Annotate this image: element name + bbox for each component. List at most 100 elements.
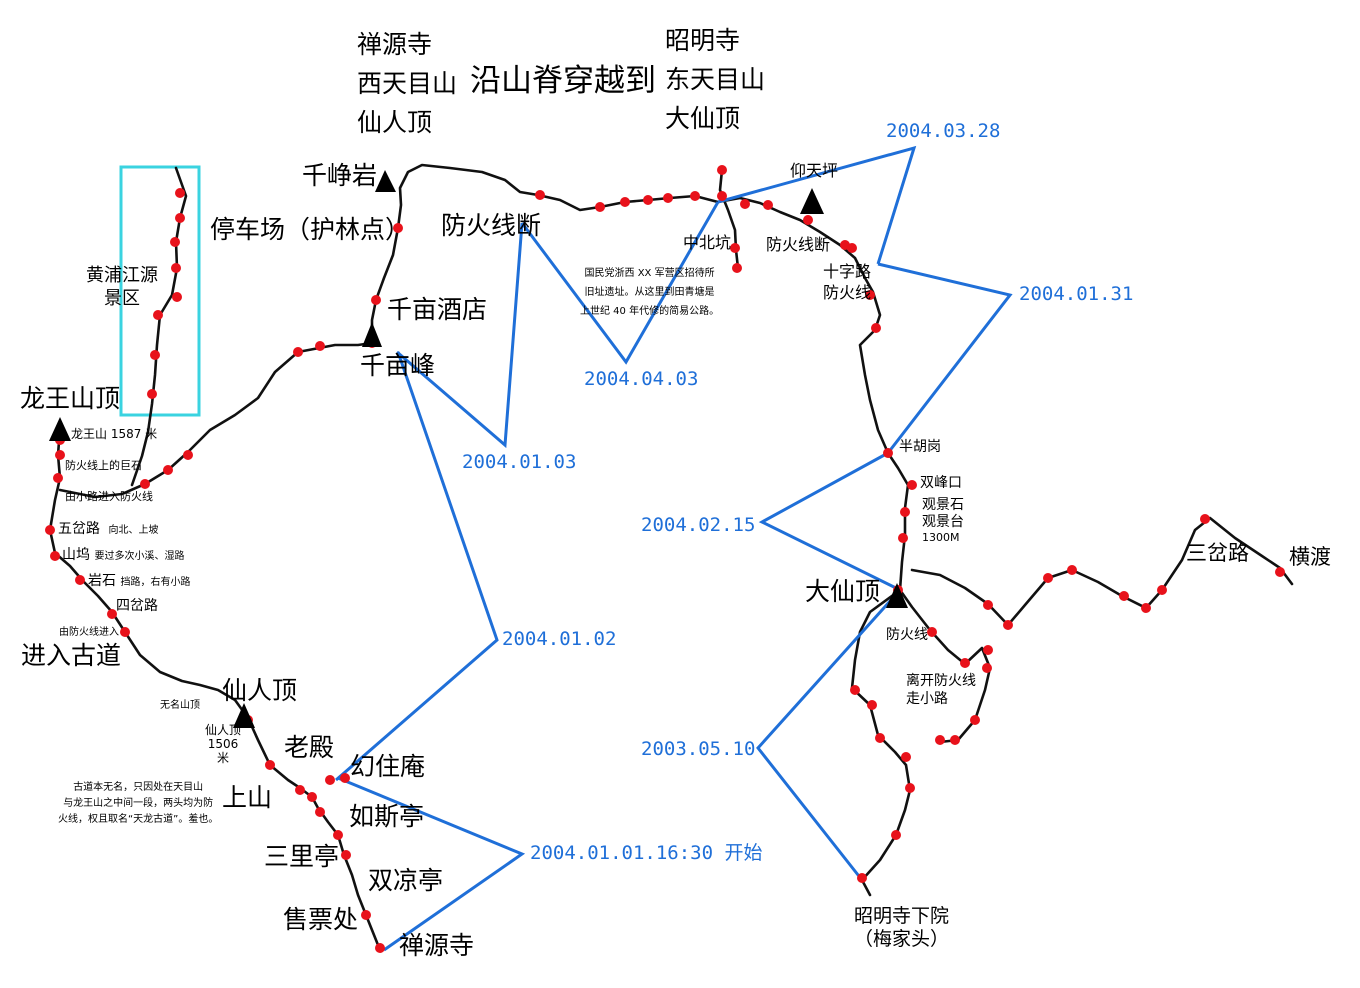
leave-line-2: 走小路 (906, 691, 948, 708)
place-zhongbeikeng: 中北坑 (683, 233, 732, 252)
date-start: 2004.01.01.16:30 开始 (530, 842, 763, 864)
waypoint-dot-icon (375, 943, 385, 953)
peak-triangle-icon (375, 170, 396, 192)
west-line-1: 禅源寺 (357, 30, 433, 59)
date-0215: 2004.02.15 (641, 514, 756, 536)
west-peak-heading: 禅源寺 西天目山 仙人顶 (357, 26, 457, 142)
place-shanwu: 山坞 要过多次小溪、湿路 (62, 547, 184, 563)
place-yuezhuan: 幻住庵 (350, 752, 426, 781)
east-line-2: 东天目山 (665, 64, 766, 94)
guanjingtai: 观景台 (922, 513, 964, 530)
waypoint-dot-icon (883, 448, 893, 458)
peak-triangle-icon (233, 703, 255, 728)
waypoint-dot-icon (900, 507, 910, 517)
note-gov-line-2: 旧址遗址。从这里到田青塘是 (584, 287, 715, 298)
waypoint-dot-icon (850, 685, 860, 695)
waypoint-dot-icon (53, 473, 63, 483)
waypoint-dot-icon (107, 609, 117, 619)
east-line-1: 昭明寺 (665, 26, 741, 55)
waypoint-dot-icon (1141, 603, 1151, 613)
waypoint-dot-icon (293, 347, 303, 357)
place-shizilu: 十字路 防火线 (823, 262, 871, 304)
place-longwang-top: 龙王山顶 (20, 384, 121, 413)
trail-south (850, 588, 912, 897)
zhaoming-line-2: （梅家头） (854, 927, 950, 950)
note-old-line-2: 与龙王山之中间一段，两头均为防 (63, 798, 214, 809)
waypoint-dot-icon (960, 658, 970, 668)
waypoint-dot-icon (1119, 591, 1129, 601)
peak-triangle-icon (362, 322, 382, 347)
waypoint-dot-icon (927, 627, 937, 637)
wuchalu-note: 向北、上坡 (108, 525, 159, 536)
waypoint-dot-icon (847, 243, 857, 253)
yanshi-note: 挡路，右有小路 (120, 577, 191, 588)
place-banhugang: 半胡岗 (899, 439, 941, 455)
yanshi-name: 岩石 (88, 573, 116, 589)
waypoint-dot-icon (147, 389, 157, 399)
leave-line-1: 离开防火线 (906, 673, 976, 689)
peak-triangle-icon (49, 417, 71, 441)
fanghuoxian-a: 防火线 (823, 282, 872, 302)
waypoint-dot-icon (341, 850, 351, 860)
waypoint-dot-icon (361, 910, 371, 920)
guanjingshi: 观景石 (922, 497, 964, 513)
note-old-road: 古道本无名，只因处在天目山 与龙王山之中间一段，两头均为防 火线，权且取名“天龙… (58, 780, 218, 828)
place-enter-old-road: 进入古道 (21, 641, 122, 670)
waypoint-dot-icon (265, 760, 275, 770)
callout-0131 (877, 262, 1013, 454)
east-peak-heading: 昭明寺 东天目山 大仙顶 (665, 22, 765, 138)
trail-zhongbei (718, 168, 740, 270)
callout-start (337, 776, 526, 952)
waypoint-dot-icon (163, 465, 173, 475)
note-gov-line-3: 上世纪 40 年代修的简易公路。 (580, 306, 720, 317)
callout-0215 (758, 451, 901, 592)
waypoint-dot-icon (595, 202, 605, 212)
area-box (119, 165, 201, 417)
callout-0328 (717, 145, 917, 265)
place-xianren-top: 仙人顶 (222, 676, 298, 705)
waypoint-dot-icon (935, 735, 945, 745)
waypoint-dot-icon (717, 191, 727, 201)
waypoint-dots (45, 165, 1285, 953)
place-qianzhengyan: 千峥岩 (302, 161, 378, 190)
waypoint-dot-icon (315, 807, 325, 817)
place-xianren-alt: 仙人顶 1506 米 (204, 723, 241, 765)
date-0102: 2004.01.02 (502, 628, 617, 650)
waypoint-dot-icon (183, 450, 193, 460)
place-qianmu-hotel: 千亩酒店 (387, 295, 488, 324)
waypoint-dot-icon (901, 752, 911, 762)
waypoint-dot-icon (55, 450, 65, 460)
place-fanghuo-duan: 防火线断 (441, 211, 542, 240)
date-0328: 2004.03.28 (886, 120, 1001, 142)
callout-0102 (335, 351, 499, 782)
waypoint-dot-icon (620, 197, 630, 207)
place-shuangfengkou: 双峰口 (920, 475, 962, 491)
place-boulder: 防火线上的巨石 (65, 459, 142, 472)
peak-markers (49, 170, 908, 728)
note-gov-site: 国民党浙西 XX 军营区招待所 旧址遗址。从这里到田青塘是 上世纪 40 年代修… (580, 264, 719, 321)
place-daxian-top: 大仙顶 (805, 577, 881, 606)
peak-triangle-icon (800, 188, 824, 214)
place-shuangliang: 双凉亭 (368, 866, 444, 895)
area-line-2: 景区 (104, 288, 140, 310)
waypoint-dot-icon (907, 480, 917, 490)
waypoint-dot-icon (891, 830, 901, 840)
waypoint-dot-icon (1200, 514, 1210, 524)
waypoint-dot-icon (295, 785, 305, 795)
waypoint-dot-icon (663, 193, 673, 203)
waypoint-dot-icon (140, 479, 150, 489)
waypoint-dot-icon (865, 290, 875, 300)
waypoint-dot-icon (1275, 567, 1285, 577)
waypoint-dot-icon (175, 213, 185, 223)
place-fanghuoxian-b: 防火线 (886, 627, 928, 643)
waypoint-dot-icon (325, 775, 335, 785)
trail-east (910, 516, 1294, 627)
note-old-line-1: 古道本无名，只因处在天目山 (73, 782, 204, 793)
waypoint-dot-icon (982, 663, 992, 673)
waypoint-dot-icon (803, 215, 813, 225)
date-callouts (335, 145, 1013, 952)
shanwu-note: 要过多次小溪、湿路 (94, 551, 185, 562)
waypoint-dot-icon (740, 199, 750, 209)
waypoint-dot-icon (175, 188, 185, 198)
